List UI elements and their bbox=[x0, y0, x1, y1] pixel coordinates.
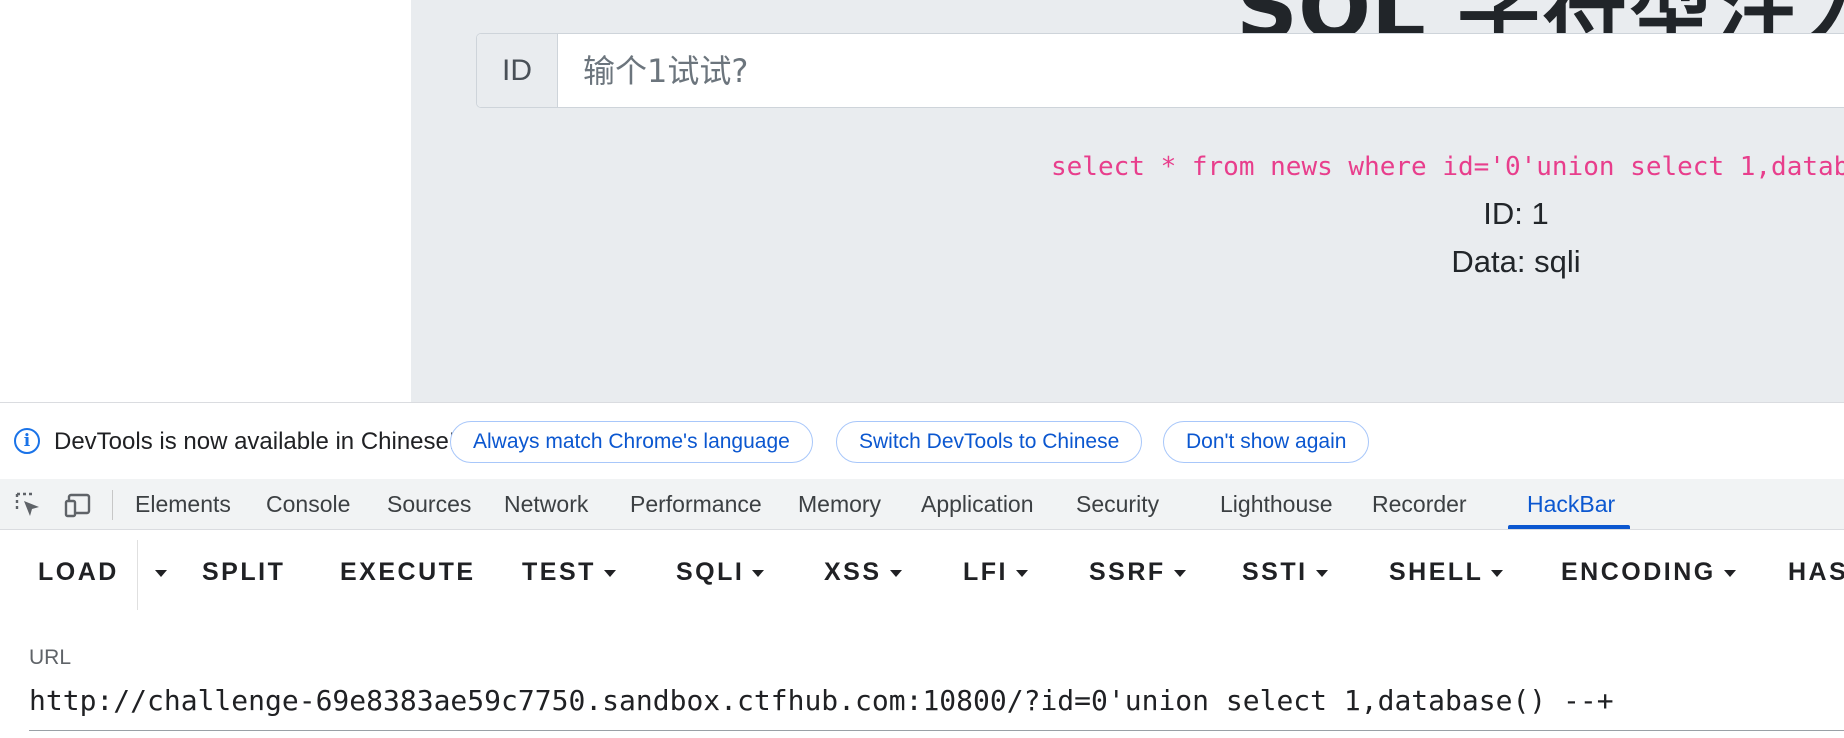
ssrf-menu[interactable]: SSRF bbox=[1089, 558, 1186, 587]
tab-recorder[interactable]: Recorder bbox=[1372, 491, 1467, 517]
test-label: TEST bbox=[522, 558, 596, 586]
load-separator bbox=[137, 540, 138, 610]
sqli-label: SQLI bbox=[676, 558, 745, 586]
split-button[interactable]: SPLIT bbox=[202, 558, 286, 586]
shell-label: SHELL bbox=[1389, 558, 1484, 586]
chevron-down-icon bbox=[1723, 569, 1736, 577]
encoding-label: ENCODING bbox=[1561, 558, 1716, 586]
ssrf-label: SSRF bbox=[1089, 558, 1166, 586]
devtools-tabbar: Elements Console Sources Network Perform… bbox=[0, 479, 1844, 530]
result-data: Data: sqli bbox=[1451, 244, 1581, 279]
switch-to-chinese-button[interactable]: Switch DevTools to Chinese bbox=[836, 421, 1143, 463]
page-viewport: SQL 字符型注入 ID select * from news where id… bbox=[0, 0, 1844, 402]
tab-network[interactable]: Network bbox=[504, 491, 589, 517]
ssti-label: SSTI bbox=[1242, 558, 1308, 586]
load-button[interactable]: LOAD bbox=[38, 558, 119, 586]
ssti-menu[interactable]: SSTI bbox=[1242, 558, 1328, 587]
tab-elements[interactable]: Elements bbox=[135, 491, 231, 517]
page-content: SQL 字符型注入 ID select * from news where id… bbox=[411, 0, 1844, 402]
execute-button[interactable]: EXECUTE bbox=[340, 558, 476, 586]
chevron-down-icon bbox=[1315, 569, 1328, 577]
load-dropdown-icon[interactable] bbox=[155, 570, 167, 577]
page-left-blank bbox=[0, 0, 411, 402]
chevron-down-icon bbox=[752, 569, 765, 577]
hackbar-toolbar: LOAD SPLIT EXECUTE TEST SQLI XSS LFI SSR… bbox=[0, 530, 1844, 610]
chevron-down-icon bbox=[603, 569, 616, 577]
chevron-down-icon bbox=[1016, 569, 1028, 577]
xss-menu[interactable]: XSS bbox=[824, 558, 902, 587]
url-input[interactable]: http://challenge-69e8383ae59c7750.sandbo… bbox=[29, 684, 1614, 717]
tab-performance[interactable]: Performance bbox=[630, 491, 762, 517]
tab-memory[interactable]: Memory bbox=[798, 491, 882, 517]
info-icon: i bbox=[14, 428, 40, 454]
tab-sources[interactable]: Sources bbox=[387, 491, 472, 517]
chevron-down-icon bbox=[889, 569, 902, 577]
url-underline bbox=[29, 730, 1844, 731]
test-menu[interactable]: TEST bbox=[522, 558, 616, 587]
tab-hackbar[interactable]: HackBar bbox=[1527, 491, 1616, 517]
sqli-menu[interactable]: SQLI bbox=[676, 558, 765, 587]
lfi-menu[interactable]: LFI bbox=[963, 558, 1028, 587]
devtools-panel: i DevTools is now available in Chinese! … bbox=[0, 402, 1844, 738]
chevron-down-icon bbox=[1173, 569, 1186, 577]
encoding-menu[interactable]: ENCODING bbox=[1561, 558, 1736, 587]
shell-menu[interactable]: SHELL bbox=[1389, 558, 1504, 587]
id-input-group: ID bbox=[476, 33, 1844, 108]
id-input[interactable] bbox=[558, 34, 1844, 107]
lfi-label: LFI bbox=[963, 558, 1008, 586]
tab-security[interactable]: Security bbox=[1076, 491, 1160, 517]
device-toolbar-icon[interactable] bbox=[64, 491, 92, 519]
tab-console[interactable]: Console bbox=[266, 491, 351, 517]
result-id: ID: 1 bbox=[1483, 196, 1549, 231]
infobar-message: DevTools is now available in Chinese! bbox=[54, 428, 456, 455]
sql-query-text: select * from news where id='0'union sel… bbox=[1051, 152, 1844, 182]
always-match-language-button[interactable]: Always match Chrome's language bbox=[450, 421, 813, 463]
url-label: URL bbox=[29, 646, 72, 669]
tab-application[interactable]: Application bbox=[921, 491, 1034, 517]
hashing-menu[interactable]: HASHING bbox=[1788, 558, 1844, 586]
active-tab-indicator bbox=[1508, 525, 1630, 529]
tabbar-separator bbox=[112, 490, 113, 520]
xss-label: XSS bbox=[824, 558, 882, 586]
tab-lighthouse[interactable]: Lighthouse bbox=[1220, 491, 1333, 517]
language-infobar: i DevTools is now available in Chinese! … bbox=[0, 402, 1844, 480]
dont-show-again-button[interactable]: Don't show again bbox=[1163, 421, 1370, 463]
chevron-down-icon bbox=[1491, 569, 1504, 577]
inspect-element-icon[interactable] bbox=[14, 491, 42, 519]
id-addon-label: ID bbox=[477, 34, 558, 107]
